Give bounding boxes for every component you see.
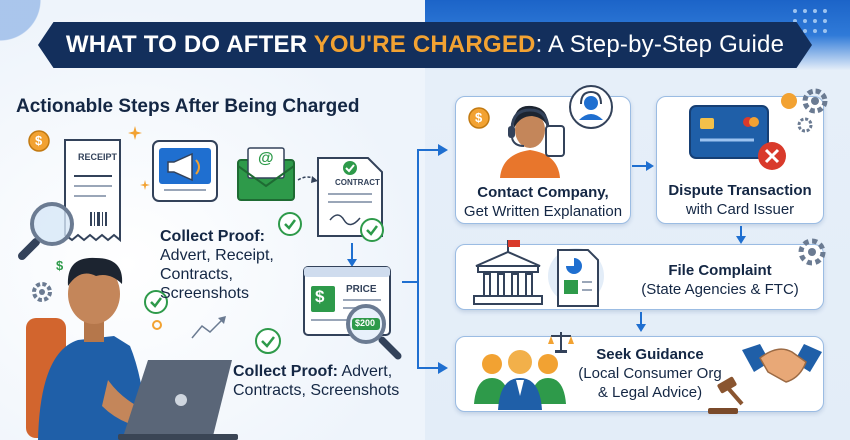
phone-icon	[545, 125, 565, 157]
coin-symbol: $	[475, 110, 483, 125]
credit-card-icon	[689, 105, 769, 159]
sparkle-icon	[140, 180, 150, 190]
checkmark-icon	[278, 212, 302, 236]
dot-grid-decoration	[793, 9, 827, 33]
courthouse-icon	[473, 240, 543, 305]
page-title: WHAT TO DO AFTER YOU'RE CHARGED: A Step-…	[66, 31, 784, 59]
step-title-guidance: Seek Guidance	[596, 346, 704, 363]
sparkle-icon	[128, 126, 142, 140]
collect-proof-title-2: Collect Proof:	[233, 363, 338, 380]
flow-arrow-icon	[347, 243, 357, 267]
step-title-complaint: File Complaint	[668, 262, 772, 279]
email-icon	[237, 147, 295, 201]
megaphone-card	[152, 140, 218, 202]
step-sub-complaint: (State Agencies & FTC)	[641, 281, 799, 298]
dot-icon	[152, 320, 162, 330]
contract-icon	[317, 157, 383, 237]
step-title-dispute: Dispute Transaction	[668, 182, 812, 199]
flow-arrow-icon	[297, 176, 318, 183]
price-value: $200	[355, 318, 376, 328]
checkmark-icon	[255, 328, 281, 354]
magnifier-icon	[18, 202, 74, 260]
checkmark-icon	[360, 218, 384, 242]
scales-icon	[548, 332, 574, 353]
receipt-label: RECEIPT	[78, 152, 118, 162]
contract-label: CONTRACT	[335, 178, 380, 187]
collect-proof-block-1: Collect Proof: Advert, Receipt, Contract…	[160, 227, 274, 303]
price-dollar: $	[315, 287, 325, 306]
collect-proof-line: Advert, Receipt,	[160, 247, 274, 264]
people-group-icon	[474, 350, 566, 410]
section-heading: Actionable Steps After Being Charged	[16, 96, 360, 117]
collect-proof-line: Contracts,	[160, 266, 233, 283]
collect-proof-line: Screenshots	[160, 285, 249, 302]
step-sub-contact: Get Written Explanation	[463, 203, 623, 220]
coin-icon	[28, 130, 50, 152]
magnifier-icon	[346, 304, 402, 360]
receipt-icon	[64, 139, 121, 243]
arrow-icon	[736, 226, 746, 244]
at-symbol: @	[258, 150, 274, 167]
step-sub-dispute: with Card Issuer	[685, 201, 795, 218]
gear-icon	[802, 88, 828, 114]
gear-icon	[798, 238, 826, 266]
title-part-1: WHAT TO DO AFTER	[65, 31, 314, 58]
step-title-contact: Contact Company,	[477, 184, 609, 201]
checkmark-icon	[144, 290, 168, 314]
arrow-icon	[632, 161, 654, 171]
gear-icon	[32, 282, 52, 302]
collect-proof-line: Advert,	[337, 363, 393, 380]
handshake-icon	[742, 344, 822, 383]
coin-icon	[781, 93, 797, 109]
step-sub-guidance-2: & Legal Advice)	[597, 384, 703, 401]
headset-agent-icon	[500, 105, 560, 178]
close-icon	[758, 142, 786, 170]
collect-proof-title-1: Collect Proof:	[160, 228, 265, 245]
title-banner: WHAT TO DO AFTER YOU'RE CHARGED: A Step-…	[38, 22, 812, 68]
squiggle-icon	[191, 316, 226, 339]
person-laptop-icon	[26, 257, 238, 440]
collect-proof-line: Contracts, Screenshots	[233, 382, 400, 399]
support-bubble-icon	[569, 85, 613, 129]
connector-arrows	[402, 144, 448, 374]
dollar-decoration: $	[56, 258, 64, 273]
coin-symbol: $	[35, 133, 43, 148]
step-sub-guidance-1: (Local Consumer Org	[578, 365, 722, 382]
gavel-icon	[708, 376, 744, 414]
price-label: PRICE	[346, 284, 377, 295]
gear-icon	[797, 117, 813, 133]
title-part-3: : A Step-by-Step Guide	[535, 31, 785, 58]
coin-icon	[468, 107, 490, 129]
collect-proof-block-2: Collect Proof: Advert, Contracts, Screen…	[233, 362, 399, 400]
arrow-icon	[636, 312, 646, 332]
document-icon	[548, 248, 604, 307]
title-accent: YOU'RE CHARGED	[313, 31, 536, 58]
